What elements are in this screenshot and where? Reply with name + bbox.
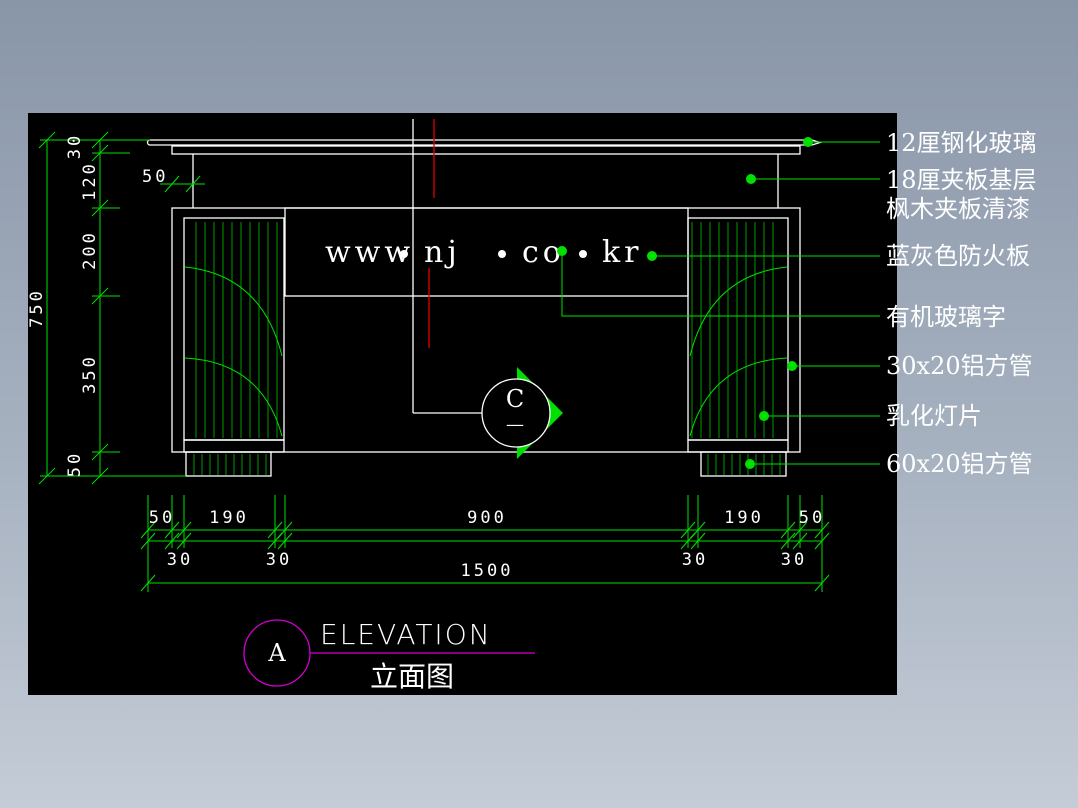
tick-452 bbox=[91, 443, 109, 461]
right-light-arc-1 bbox=[689, 266, 788, 357]
brand-co: co bbox=[522, 235, 565, 270]
section-letter: C bbox=[506, 385, 524, 413]
right-pedestal-ribs bbox=[691, 222, 774, 438]
dim-h-50-right: 50 bbox=[799, 508, 825, 528]
label-fireproof-board: 蓝灰色防火板 bbox=[886, 242, 1030, 270]
leader-dot-6 bbox=[759, 411, 769, 421]
dim-h-30-c: 30 bbox=[682, 550, 708, 570]
leader-dot-5 bbox=[787, 361, 797, 371]
left-pedestal-ribs bbox=[195, 222, 278, 438]
left-foot-ribs bbox=[193, 454, 267, 475]
label-tempered-glass: 12厘钢化玻璃 bbox=[886, 129, 1037, 157]
dim-ticks bbox=[140, 495, 830, 592]
title-chinese: 立面图 bbox=[370, 660, 454, 693]
tick-total-bottom bbox=[38, 467, 56, 485]
brand-nj: nj bbox=[424, 235, 461, 270]
label-plywood-base: 18厘夹板基层 bbox=[886, 166, 1037, 194]
tick-total-top bbox=[38, 131, 56, 149]
brand-lettering: www nj co kr bbox=[325, 235, 643, 270]
section-circle bbox=[481, 378, 551, 448]
drawing-sheet bbox=[28, 113, 897, 695]
brand-dot-2 bbox=[498, 250, 506, 258]
dim-h-30-b: 30 bbox=[266, 550, 292, 570]
plywood-slab bbox=[171, 145, 801, 155]
leader-4 bbox=[561, 251, 880, 317]
left-light-arc-1 bbox=[184, 266, 283, 357]
dim-h-50-left: 50 bbox=[149, 508, 175, 528]
brand-kr: kr bbox=[602, 235, 643, 270]
section-dash: — bbox=[506, 414, 524, 435]
dim-h-1500: 1500 bbox=[461, 561, 514, 581]
left-light-arc-2 bbox=[184, 357, 283, 437]
section-marker-c: C — bbox=[481, 367, 563, 459]
brand-dot-3 bbox=[579, 250, 587, 258]
left-foot bbox=[185, 451, 272, 477]
dim-h-900: 900 bbox=[467, 508, 507, 528]
material-callouts: 12厘钢化玻璃 18厘夹板基层 枫木夹板清漆 蓝灰色防火板 有机玻璃字 30x2… bbox=[557, 129, 1037, 478]
leader-dot-2 bbox=[746, 174, 756, 184]
dim-h-190-right: 190 bbox=[724, 508, 764, 528]
horizontal-dimensions: 50 190 900 190 50 30 30 30 30 1500 bbox=[140, 495, 830, 592]
dim-200: 200 bbox=[80, 230, 100, 270]
desk-elevation: C — www nj co kr bbox=[146, 119, 823, 477]
tick-overhang-1 bbox=[164, 175, 180, 193]
dim-overhang-50: 50 bbox=[142, 167, 168, 187]
label-light-film: 乳化灯片 bbox=[886, 402, 982, 430]
label-acrylic-letters: 有机玻璃字 bbox=[886, 303, 1006, 331]
dim-h-190-left: 190 bbox=[209, 508, 249, 528]
dim-h-30-d: 30 bbox=[781, 550, 807, 570]
title-callout-letter: A bbox=[267, 639, 286, 667]
dim-total-height: 750 bbox=[27, 288, 47, 328]
tick-296 bbox=[91, 287, 109, 305]
dim-120: 120 bbox=[80, 161, 100, 201]
label-alu-tube-60x20: 60x20铝方管 bbox=[886, 450, 1033, 478]
brand-dot-1 bbox=[400, 250, 408, 258]
dim-350: 350 bbox=[80, 354, 100, 394]
title-english: ELEVATION bbox=[320, 618, 492, 651]
dim-h-30-a: 30 bbox=[167, 550, 193, 570]
vertical-dimensions: 750 30 120 200 350 50 50 bbox=[27, 131, 205, 485]
dim-50: 50 bbox=[65, 451, 85, 477]
tick-153 bbox=[91, 144, 109, 162]
label-maple-veneer: 枫木夹板清漆 bbox=[886, 195, 1030, 223]
leader-dot-1 bbox=[803, 137, 813, 147]
brand-www: www bbox=[325, 235, 414, 270]
tick-overhang-2 bbox=[185, 175, 201, 193]
dim-30: 30 bbox=[65, 133, 85, 159]
title-block: A ELEVATION 立面图 bbox=[243, 618, 535, 693]
leader-dot-7 bbox=[745, 459, 755, 469]
tick-140 bbox=[91, 131, 109, 149]
right-light-arc-2 bbox=[689, 357, 788, 437]
tick-476 bbox=[91, 467, 109, 485]
label-alu-tube-30x20: 30x20铝方管 bbox=[886, 352, 1033, 380]
tick-208 bbox=[91, 199, 109, 217]
leader-dot-3 bbox=[647, 251, 657, 261]
leader-dot-4 bbox=[557, 246, 567, 256]
